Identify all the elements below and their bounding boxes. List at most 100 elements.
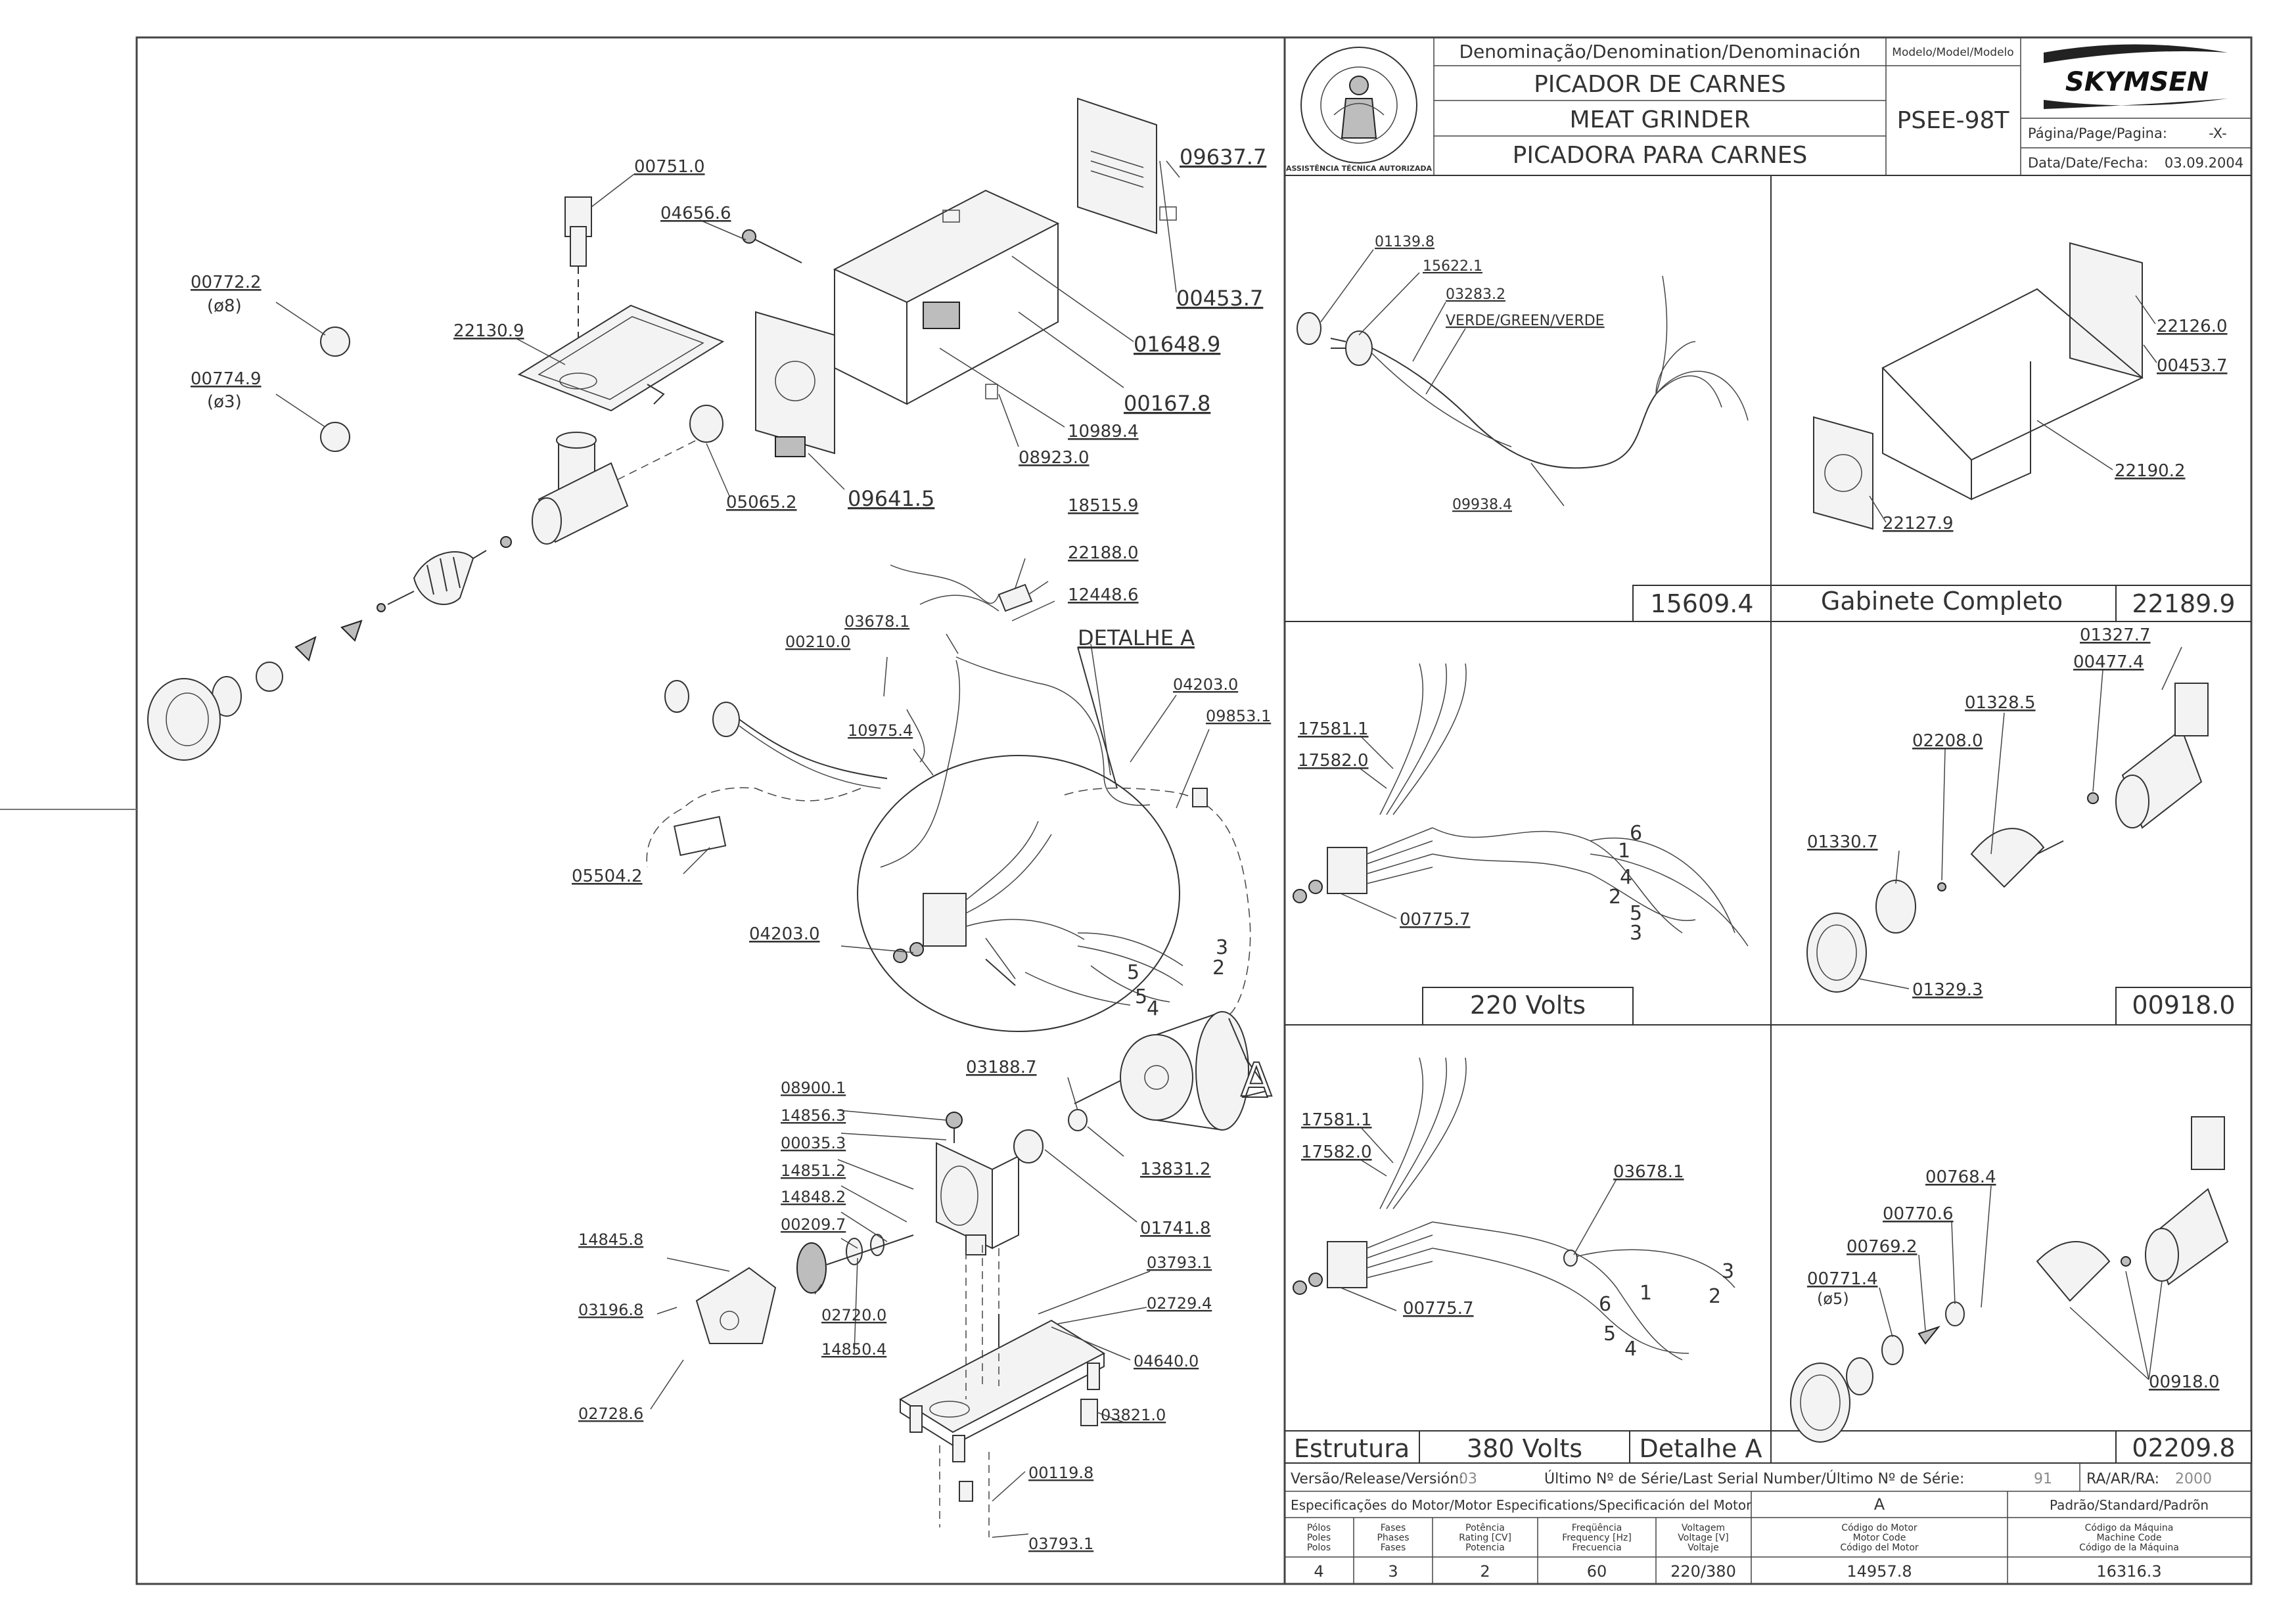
svg-text:Voltaje: Voltaje bbox=[1688, 1543, 1719, 1553]
svg-text:Frequency [Hz]: Frequency [Hz] bbox=[1562, 1533, 1632, 1543]
svg-text:Fases: Fases bbox=[1381, 1543, 1406, 1553]
p4-label-01328-5: 01328.5 bbox=[1965, 693, 2036, 713]
p4-label-01330-7: 01330.7 bbox=[1807, 832, 1878, 852]
label-14851-2: 14851.2 bbox=[781, 1162, 846, 1180]
label-09641-5: 09641.5 bbox=[848, 486, 934, 511]
label-00774-9: 00774.9 bbox=[191, 369, 262, 389]
svg-text:Fases: Fases bbox=[1381, 1523, 1406, 1533]
label-01741-8: 01741.8 bbox=[1140, 1219, 1211, 1238]
p3-wire-6: 6 bbox=[1630, 822, 1642, 845]
motor-code-value: 14957.8 bbox=[1847, 1562, 1912, 1581]
svg-text:Phases: Phases bbox=[1377, 1533, 1409, 1543]
label-09853-1: 09853.1 bbox=[1206, 707, 1271, 725]
p1-label-01139-8: 01139.8 bbox=[1375, 234, 1435, 250]
label-00453-7: 00453.7 bbox=[1176, 286, 1263, 311]
p2-label-22126-0: 22126.0 bbox=[2157, 317, 2228, 336]
label-00751-0: 00751.0 bbox=[634, 157, 705, 177]
p5-wire-1: 1 bbox=[1640, 1282, 1652, 1305]
p2-label-00453-7: 00453.7 bbox=[2157, 356, 2228, 376]
motor-col-frequency: Freqüência Frequency [Hz] Frecuencia 60 bbox=[1562, 1523, 1632, 1581]
p6-label-00769-2: 00769.2 bbox=[1847, 1237, 1917, 1257]
label-00772-2: 00772.2 bbox=[191, 273, 262, 292]
label-d8: (ø8) bbox=[207, 296, 242, 316]
detail-wire-5b: 5 bbox=[1135, 985, 1147, 1008]
label-00209-7: 00209.7 bbox=[781, 1215, 846, 1234]
label-05504-2: 05504.2 bbox=[572, 867, 643, 886]
label-13831-2: 13831.2 bbox=[1140, 1160, 1211, 1179]
motor-spec-header: Especificações do Motor/Motor Especifica… bbox=[1291, 1497, 1752, 1513]
switch-380-drawing bbox=[1293, 1057, 1735, 1361]
motor-frequency-value: 60 bbox=[1587, 1562, 1607, 1581]
label-22130-9: 22130.9 bbox=[453, 321, 524, 341]
motor-col-a: A bbox=[1874, 1495, 1885, 1514]
detail-wire-5a: 5 bbox=[1127, 961, 1139, 984]
p3-wire-2: 2 bbox=[1609, 886, 1621, 909]
sheet-border bbox=[135, 36, 2253, 1585]
p4-label-01329-3: 01329.3 bbox=[1912, 980, 1983, 1000]
p5-label-17581-1: 17581.1 bbox=[1301, 1110, 1372, 1130]
label-09637-7: 09637.7 bbox=[1180, 145, 1266, 169]
p6-label-00770-6: 00770.6 bbox=[1883, 1204, 1954, 1224]
cable-drawing bbox=[1297, 275, 1749, 469]
coupling bbox=[1068, 1109, 1088, 1131]
svg-text:Potencia: Potencia bbox=[1465, 1543, 1505, 1553]
label-04203-0-top: 04203.0 bbox=[1173, 675, 1238, 694]
model-header: Modelo/Model/Modelo bbox=[1892, 46, 2013, 59]
brand-name: SKYMSEN bbox=[2065, 67, 2209, 97]
motor-col-rating: Potência Rating [CV] Potencia 2 bbox=[1459, 1523, 1511, 1581]
p4-code: 00918.0 bbox=[2132, 991, 2235, 1020]
date-label: Data/Date/Fecha: bbox=[2028, 155, 2148, 171]
label-14848-2: 14848.2 bbox=[781, 1188, 846, 1206]
p3-wire-5: 5 bbox=[1630, 902, 1642, 925]
label-02728-6: 02728.6 bbox=[578, 1405, 643, 1423]
panel-worm-assembly: 01327.7 00477.4 01328.5 02208.0 01330.7 … bbox=[1806, 625, 2252, 1026]
gearbox-part bbox=[936, 1112, 1019, 1255]
label-14845-8: 14845.8 bbox=[578, 1230, 643, 1249]
motor-phases-value: 3 bbox=[1388, 1562, 1398, 1581]
motor-col-machine-code: Código da Máquina Machine Code Código de… bbox=[2079, 1523, 2179, 1581]
p3-wire-3: 3 bbox=[1630, 922, 1642, 945]
base-part bbox=[898, 1245, 1106, 1537]
p2-label-22190-2: 22190.2 bbox=[2115, 461, 2186, 481]
motor-col-voltage: Voltagem Voltage [V] Voltaje 220/380 bbox=[1670, 1523, 1736, 1581]
main-exploded-view: 00751.0 04656.6 09637.7 00772.2 (ø8) 221… bbox=[147, 97, 1273, 1553]
title-block: ASSISTÊNCIA TÉCNICA AUTORIZADA Denominaç… bbox=[1284, 37, 2252, 176]
svg-text:Código do Motor: Código do Motor bbox=[1841, 1523, 1917, 1533]
motor-col-poles: Pólos Poles Polos 4 bbox=[1307, 1523, 1331, 1581]
label-03188-7: 03188.7 bbox=[966, 1058, 1037, 1077]
panel-cabinet: 22126.0 00453.7 22190.2 22127.9 Gabinete… bbox=[1771, 242, 2251, 621]
motor-part bbox=[1074, 1010, 1270, 1131]
label-sticker bbox=[674, 816, 727, 856]
p5-title-right: Detalhe A bbox=[1640, 1434, 1762, 1463]
serial-label: Último Nº de Série/Last Serial Number/Úl… bbox=[1544, 1470, 1964, 1487]
p3-label-00775-7: 00775.7 bbox=[1400, 910, 1471, 930]
pusher-part bbox=[564, 196, 592, 381]
label-04656-6: 04656.6 bbox=[660, 204, 731, 223]
p5-label-00775-7: 00775.7 bbox=[1403, 1299, 1474, 1319]
motor-col-phases: Fases Phases Fases 3 bbox=[1377, 1523, 1409, 1581]
label-14856-3: 14856.3 bbox=[781, 1106, 846, 1125]
p3-wire-4: 4 bbox=[1620, 866, 1632, 889]
p1-label-09938-4: 09938.4 bbox=[1452, 497, 1512, 513]
p5-wire-5: 5 bbox=[1603, 1322, 1616, 1345]
label-04203-0-left: 04203.0 bbox=[749, 924, 820, 944]
plate bbox=[256, 662, 283, 692]
denomination-header: Denominação/Denomination/Denominación bbox=[1459, 41, 1860, 62]
machine-code-value: 16316.3 bbox=[2096, 1562, 2161, 1581]
label-01648-9: 01648.9 bbox=[1134, 332, 1220, 357]
motor-col-motor-code: Código do Motor Motor Code Código del Mo… bbox=[1840, 1523, 1919, 1581]
p3-title: 220 Volts bbox=[1470, 991, 1586, 1020]
brand-logo: SKYMSEN bbox=[2044, 44, 2228, 109]
ra-value: 2000 bbox=[2175, 1471, 2212, 1487]
gear-part bbox=[796, 1234, 914, 1294]
label-02720-0: 02720.0 bbox=[821, 1306, 886, 1324]
p6-label-00768-4: 00768.4 bbox=[1925, 1167, 1996, 1187]
knife-ring bbox=[377, 603, 386, 612]
detail-wire-3: 3 bbox=[1216, 936, 1228, 959]
p5-wire-3: 3 bbox=[1722, 1260, 1734, 1283]
detail-wire-2: 2 bbox=[1212, 957, 1225, 980]
main-wiring bbox=[646, 656, 1251, 1016]
label-05065-2: 05065.2 bbox=[726, 493, 797, 512]
switch-220-drawing bbox=[1293, 663, 1749, 947]
